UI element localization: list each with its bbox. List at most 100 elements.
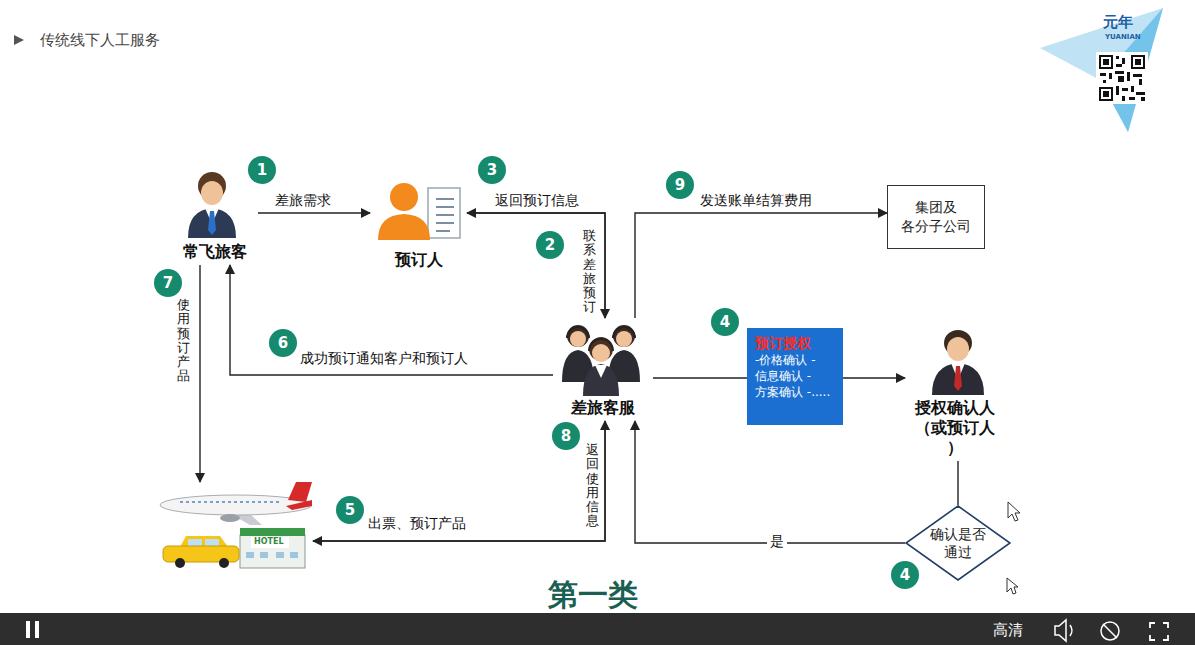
logo-text: YUANIAN	[1105, 33, 1141, 41]
traveler-icon	[188, 208, 236, 238]
qr-code	[1133, 57, 1143, 67]
decision-diamond: 确认是否 通过	[905, 505, 1011, 581]
qr-code	[1131, 55, 1145, 69]
taxi-picture	[205, 539, 219, 546]
video-player-bar	[1101, 622, 1119, 640]
title-marker	[14, 35, 24, 45]
video-player-bar	[26, 621, 30, 638]
edge-label: 发送账单结算费用	[700, 191, 812, 209]
qr-code	[1116, 56, 1119, 59]
booker-icon	[436, 214, 454, 216]
service-team-icon	[567, 325, 589, 347]
video-player-bar	[35, 621, 39, 638]
edge-label: 返回使用信息	[586, 443, 599, 529]
flow-arrow	[199, 265, 200, 482]
node-label: 集团及 各分子公司	[894, 198, 978, 236]
diamond-outline	[905, 505, 1011, 581]
service-team-icon	[567, 327, 589, 338]
node-label: 常飞旅客	[172, 242, 258, 262]
approver-icon	[954, 366, 962, 391]
video-player-bar	[0, 613, 1195, 645]
company-box: 集团及 各分子公司	[887, 185, 985, 249]
qr-code	[1122, 88, 1128, 91]
service-team-icon	[613, 325, 635, 347]
taxi-picture	[219, 558, 229, 568]
airplane-picture	[286, 500, 312, 510]
booker-icon	[436, 230, 450, 232]
qr-code	[1129, 97, 1135, 100]
hotel-picture	[240, 528, 305, 536]
callout-number: 4	[891, 561, 919, 589]
qr-code	[1115, 71, 1124, 74]
node-body: -价格确认 -信息确认 -方案确认 -.....	[755, 352, 835, 400]
approver-icon	[947, 337, 969, 361]
flow-arrow	[635, 213, 887, 318]
product-picture: HOTEL	[155, 482, 313, 572]
flow-arrow	[957, 461, 958, 505]
node-label: 确认是否 通过	[922, 525, 994, 561]
taxi-picture	[175, 558, 185, 568]
callout-number: 6	[269, 329, 297, 357]
qr-code	[1103, 80, 1106, 83]
service-team-icon	[570, 331, 586, 347]
qr-code	[1100, 73, 1106, 76]
callout-number: 2	[536, 231, 564, 259]
flow-arrow	[313, 421, 605, 541]
booker-icon	[436, 206, 454, 208]
booker-icon	[390, 183, 418, 211]
airplane-picture	[160, 482, 312, 525]
flow-arrow	[313, 421, 605, 541]
qr-code	[1136, 92, 1145, 95]
callout-number: 3	[478, 156, 506, 184]
booker-icon	[436, 222, 454, 224]
airplane-picture	[288, 482, 312, 502]
traveler-icon	[188, 172, 236, 238]
taxi-picture	[188, 539, 202, 546]
node-label: 授权确认人 （或预订人 ）	[905, 398, 1005, 458]
qr-code	[1122, 58, 1125, 64]
qr-code	[1103, 91, 1109, 97]
edge-label: 成功预订通知客户和预订人	[300, 349, 468, 367]
node-label: 差旅客服	[553, 398, 653, 418]
service-team-icon	[589, 337, 613, 361]
approver-actor: 授权确认人 （或预订人 ）	[905, 330, 1005, 461]
edge-label: 返回预订信息	[495, 191, 579, 209]
booker-icon	[378, 214, 430, 240]
booker-actor: 预订人	[370, 178, 467, 273]
video-player-bar	[1055, 620, 1066, 641]
slide-title: 传统线下人工服务	[40, 31, 160, 50]
node-label: 预订人	[370, 250, 467, 270]
hotel-picture	[276, 552, 284, 558]
qr-code	[1099, 55, 1113, 69]
flow-arrow	[258, 212, 370, 213]
flow-arrow	[653, 377, 747, 378]
qr-code	[1141, 97, 1145, 101]
flow-arrow	[843, 377, 905, 378]
hotel-picture	[290, 552, 298, 558]
taxi-picture	[163, 536, 239, 568]
mouse-cursor	[1008, 502, 1020, 521]
service-team-icon	[562, 325, 640, 396]
service-team-icon	[589, 339, 613, 351]
video-player-bar	[1103, 624, 1117, 638]
qr-code	[1135, 59, 1141, 65]
traveler-actor: 常飞旅客	[172, 168, 258, 265]
service-team-icon	[583, 364, 619, 396]
qr-code	[1109, 73, 1112, 79]
callout-number: 5	[336, 496, 364, 524]
booker-icon	[436, 198, 454, 200]
booker-icon	[378, 183, 460, 240]
node-label: HOTEL	[254, 537, 313, 547]
qr-code	[1122, 96, 1125, 101]
qr-code	[1096, 52, 1148, 104]
flow-arrow	[467, 213, 605, 318]
approver-icon	[932, 363, 984, 395]
qr-code	[1118, 76, 1124, 82]
mouse-cursor	[1007, 502, 1020, 594]
edge-label: 使用预订产品	[177, 298, 190, 384]
edge-label: 联系差旅预订	[583, 229, 596, 315]
qr-code	[1127, 72, 1130, 81]
player-control: 高清	[993, 620, 1023, 640]
diamond-outline	[906, 506, 1010, 580]
